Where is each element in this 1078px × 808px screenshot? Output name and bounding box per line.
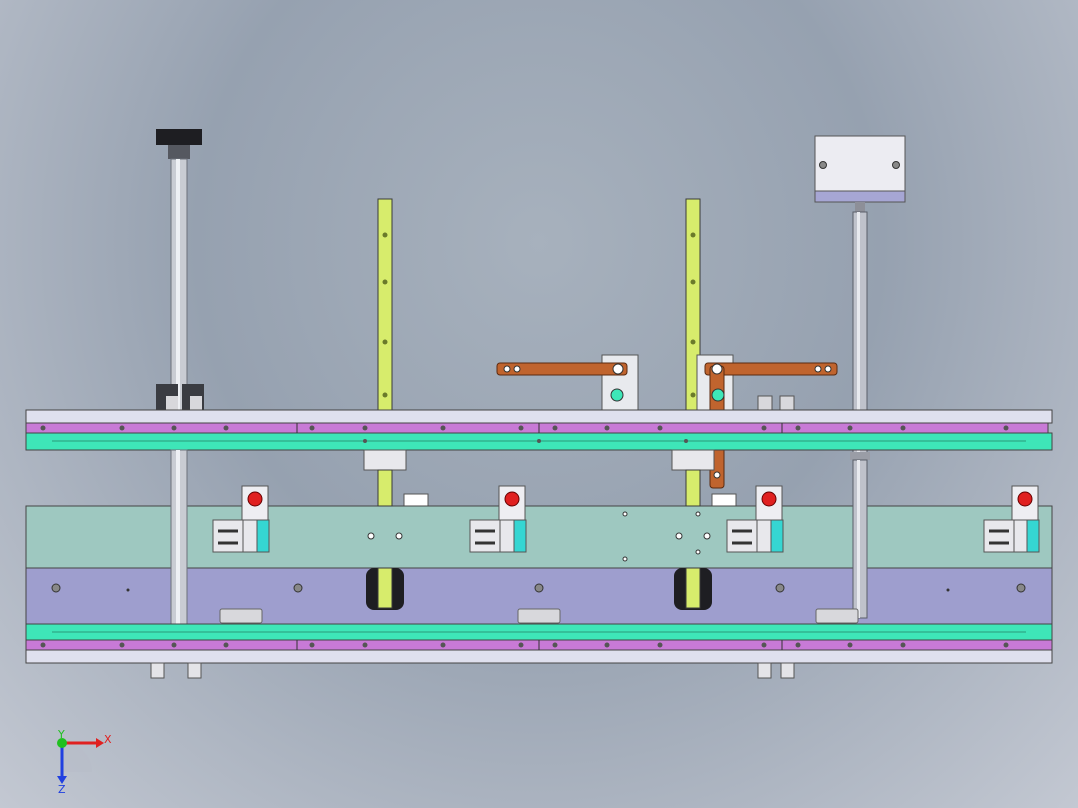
green-panel xyxy=(25,505,1053,569)
red-indicator-icon xyxy=(504,491,520,507)
lower-frame xyxy=(25,623,1053,679)
link-right xyxy=(704,362,838,376)
axis-y-label: Y xyxy=(57,728,65,741)
purple-panel-holes xyxy=(51,583,1026,624)
axis-z-label: Z xyxy=(58,783,66,796)
axis-x-label: X xyxy=(104,733,112,746)
rod-knob-icon xyxy=(156,129,202,145)
left-clamp-blocks xyxy=(156,384,795,411)
clamp-icon xyxy=(469,519,501,553)
rail-carriages xyxy=(363,449,737,507)
green-panel-holes xyxy=(367,511,711,562)
coordinate-triad: X Y Z xyxy=(57,728,112,796)
red-indicator-icon xyxy=(247,491,263,507)
rail-lower-segments xyxy=(366,469,712,610)
clamp-unit-2[interactable] xyxy=(469,485,527,553)
red-indicator-icon xyxy=(1017,491,1033,507)
red-indicator-icon xyxy=(761,491,777,507)
clamp-unit-1[interactable] xyxy=(212,485,270,553)
upper-frame xyxy=(25,409,1053,451)
motor-box-icon xyxy=(814,135,906,195)
clamp-icon xyxy=(212,519,244,553)
link-left xyxy=(496,362,628,376)
clamp-unit-4[interactable] xyxy=(983,485,1040,553)
clamp-icon xyxy=(726,519,758,553)
clamp-unit-3[interactable] xyxy=(726,485,784,553)
clamp-icon xyxy=(983,519,1015,553)
